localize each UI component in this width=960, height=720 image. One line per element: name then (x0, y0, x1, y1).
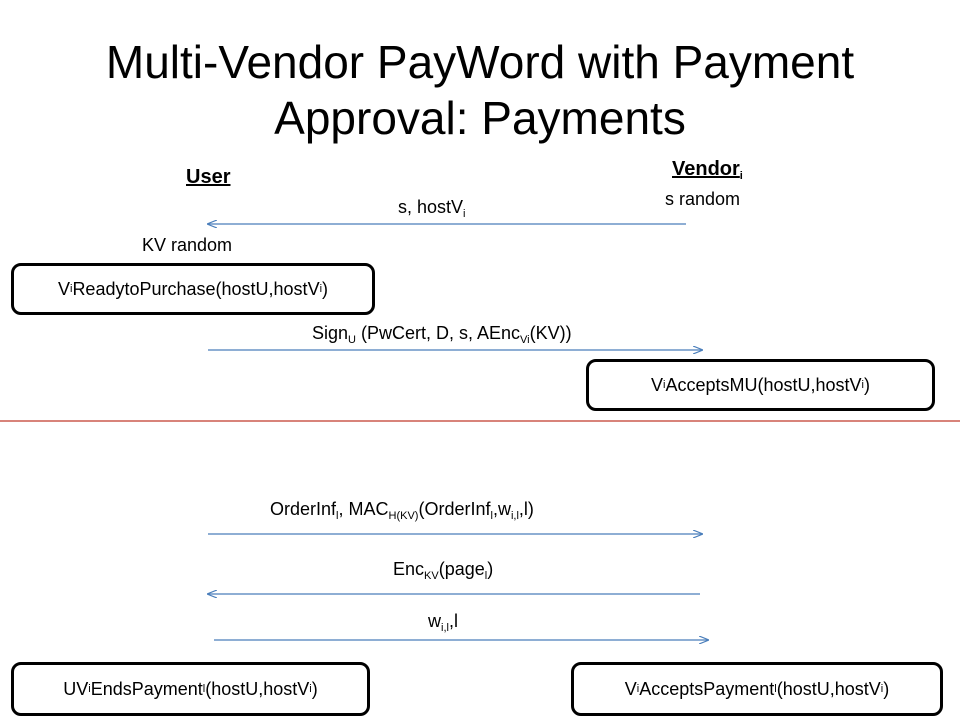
message-1-text: s, hostV (398, 197, 464, 217)
message-2-text-b: (PwCert, D, s, AEnc (355, 323, 521, 343)
box-ap-text-b: AcceptsPayment (639, 678, 775, 699)
message-3-sub-b: H(KV) (388, 510, 419, 522)
box-accepts-mu-text-a: V (651, 374, 664, 395)
message-2-sub-b: Vi (520, 334, 530, 346)
message-2-sub-a: U (348, 334, 356, 346)
message-3-text-d: ,w (492, 499, 511, 519)
box-ap-text-a: V (624, 678, 637, 699)
message-3-text-e: ,l) (518, 499, 534, 519)
message-5-text-b: ,l (448, 611, 458, 631)
message-4-sub-b: l (484, 570, 488, 582)
message-3-text-c: (OrderInf (418, 499, 491, 519)
user-label: User (186, 166, 231, 188)
message-4: EncKV(pagel) (393, 558, 494, 582)
box-ends-text-d: ) (311, 678, 318, 699)
message-3-sub-a: l (336, 510, 339, 522)
message-4-text-b: (page (438, 559, 485, 579)
message-1: s, hostVi (398, 196, 466, 220)
vendor-note: s random (665, 189, 741, 209)
message-5-text-a: w (428, 611, 441, 631)
message-3-text-b: , MAC (338, 499, 389, 519)
message-4-sub-a: KV (424, 570, 439, 582)
box-ready-text-c: ) (322, 278, 329, 299)
box-accepts-mu-text-b: AcceptsMU(hostU,hostV (665, 374, 862, 395)
box-ap-text-c: (hostU,hostV (776, 678, 881, 699)
box-ap-text-d: ) (883, 678, 890, 699)
slide-title: Multi-Vendor PayWord with Payment Approv… (0, 34, 960, 146)
user-note: KV random (142, 235, 233, 255)
message-4-text-c: ) (487, 559, 494, 579)
box-ready-text-b: ReadytoPurchase(hostU,hostV (72, 278, 320, 299)
message-2: SignU (PwCert, D, s, AEncVi(KV)) (312, 322, 572, 346)
vendor-label-sub: i (739, 170, 743, 182)
message-2-text-c: (KV)) (529, 323, 572, 343)
box-ends-text-b: EndsPayment (90, 678, 203, 699)
message-3-sub-c: l (490, 510, 493, 522)
title-line-1: Multi-Vendor PayWord with Payment (105, 36, 855, 88)
message-1-sub: i (463, 208, 466, 220)
title-line-2: Approval: Payments (274, 92, 686, 144)
message-3: OrderInfl, MACH(KV)(OrderInfl,wi,l,l) (270, 498, 534, 522)
message-3-sub-d: i,l (510, 510, 519, 522)
box-accepts-mu-text-c: ) (864, 374, 870, 395)
message-2-text-a: Sign (312, 323, 349, 343)
vendor-label: Vendori (672, 158, 743, 182)
vendor-label-text: Vendor (672, 158, 740, 180)
box-ready-text-a: V (57, 278, 70, 299)
box-ends-text-c: (hostU,hostV (205, 678, 310, 699)
message-4-text-a: Enc (393, 559, 425, 579)
message-5: wi,l,l (428, 610, 458, 634)
message-5-sub-a: i,l (441, 622, 449, 634)
message-3-text-a: OrderInf (270, 499, 337, 519)
box-ends-text-a: UV (63, 678, 89, 699)
